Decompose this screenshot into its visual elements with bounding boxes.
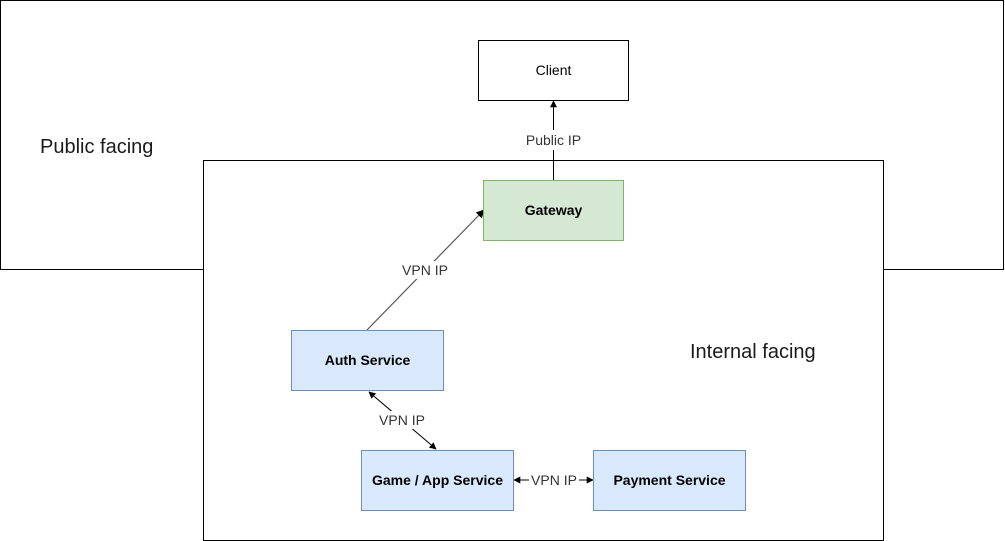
payment-service-box [593,450,746,511]
edge-game-payment-label: VPN IP [531,472,577,488]
public-zone-label: Public facing [40,136,153,158]
client-label: Client [536,62,572,78]
client-node[interactable]: Client [478,40,629,101]
auth-service-box [291,330,444,391]
game-app-service-box [361,450,514,511]
edge-auth-game-label: VPN IP [379,412,425,428]
game-app-service-node[interactable]: Game / App Service [361,450,514,511]
game-app-service-label: Game / App Service [372,472,503,488]
edge-auth-gateway-label: VPN IP [402,262,448,278]
payment-service-node[interactable]: Payment Service [593,450,746,511]
client-box [478,40,629,101]
gateway-box [483,180,624,241]
gateway-node[interactable]: Gateway [483,180,624,241]
internal-zone-label: Internal facing [690,341,816,363]
payment-service-label: Payment Service [613,472,725,488]
gateway-label: Gateway [525,202,583,218]
auth-service-node[interactable]: Auth Service [291,330,444,391]
edge-gateway-client-label: Public IP [526,132,581,148]
edge-gateway-client: Public IP [518,100,590,180]
edge-game-payment: VPN IP [513,472,594,488]
edge-auth-game: VPN IP [368,391,437,450]
auth-service-label: Auth Service [325,352,411,368]
edge-auth-gateway: VPN IP [366,209,485,331]
